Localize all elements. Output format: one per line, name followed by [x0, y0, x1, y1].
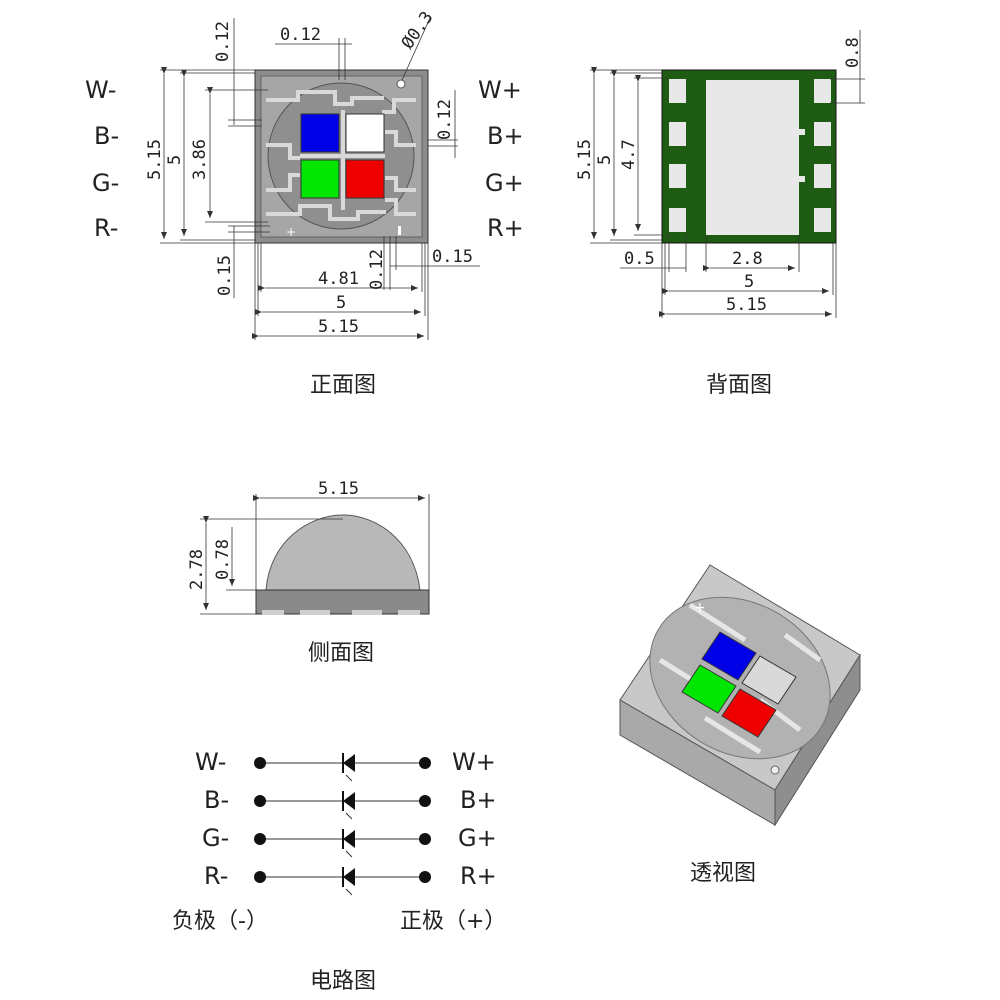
front-chip-red [345, 159, 385, 199]
dim-front-0.15-bottom: 0.15 [432, 247, 473, 267]
dim-side-2.78: 2.78 [187, 549, 207, 590]
circuit-left-g: G- [202, 824, 229, 852]
side-dim-lines [200, 494, 430, 615]
dim-back-5-h: 5 [744, 272, 754, 292]
dim-back-0.5: 0.5 [624, 249, 655, 269]
circuit-view: W- B- G- R- W+ B+ G+ R+ 负极（-） 正极（+） 电路图 [172, 748, 506, 994]
dim-back-4.7-v: 4.7 [619, 139, 639, 170]
circuit-diode-tick [345, 888, 353, 896]
circuit-left-b: B- [204, 786, 229, 814]
front-pin-left-g: G- [92, 169, 119, 197]
circuit-left-r: R- [204, 862, 228, 890]
back-thermal-pad [706, 80, 799, 235]
dim-front-0.12-bottom: 0.12 [367, 249, 387, 290]
circuit-terminal-negative [254, 795, 266, 807]
persp-chip-white [741, 655, 797, 705]
circuit-diode-icon [343, 868, 355, 886]
persp-chip-red [721, 688, 777, 738]
persp-right-wall [774, 653, 861, 827]
circuit-right-w: W+ [452, 748, 496, 776]
front-minus-mark [398, 226, 401, 235]
front-traces [266, 90, 416, 221]
circuit-diode-tick [345, 774, 353, 782]
front-pin-right-w: W+ [478, 76, 522, 104]
circuit-terminal-positive [419, 795, 431, 807]
front-plus-mark: + [286, 225, 296, 239]
circuit-rows [254, 753, 431, 896]
back-pads [669, 79, 831, 232]
front-pin-left-r: R- [94, 214, 118, 242]
side-dome [265, 514, 421, 591]
circuit-diode-tick [345, 850, 353, 858]
persp-chip-blue [701, 631, 757, 681]
front-pin-right-g: G+ [485, 169, 524, 197]
dim-front-5-v: 5 [165, 155, 185, 165]
front-pin-left-b: B- [94, 122, 119, 150]
perspective-view: + 透视图 [619, 564, 861, 886]
circuit-left-w: W- [195, 748, 226, 776]
circuit-negative-label: 负极（-） [172, 909, 268, 934]
circuit-terminal-negative [254, 757, 266, 769]
circuit-diode-icon [343, 830, 355, 848]
front-view: + [85, 8, 524, 398]
dim-front-0.15-left: 0.15 [215, 255, 235, 296]
back-view: 0.8 5.15 5 4.7 0.5 2.8 5 5.15 背面图 [575, 30, 865, 398]
dim-front-0.12-b: 0.12 [280, 25, 321, 45]
front-chip-green [300, 159, 340, 199]
circuit-right-g: G+ [458, 824, 497, 852]
front-chip-blue [300, 113, 340, 153]
dim-back-2.8: 2.8 [732, 249, 763, 269]
dim-front-5-h: 5 [336, 293, 346, 313]
circuit-terminal-positive [419, 757, 431, 769]
circuit-diode-tick [345, 812, 353, 820]
persp-lens [649, 596, 831, 760]
dim-front-0.12-right: 0.12 [435, 99, 455, 140]
circuit-terminal-positive [419, 871, 431, 883]
dim-front-phi0.3: Ø0.3 [398, 8, 438, 53]
dim-front-5.15-v: 5.15 [145, 139, 165, 180]
front-pin-right-r: R+ [487, 214, 524, 242]
dim-back-5-v: 5 [595, 155, 615, 165]
circuit-diode-icon [343, 792, 355, 810]
back-dim-lines [590, 30, 865, 318]
caption-back: 背面图 [706, 373, 772, 398]
front-hole [396, 79, 406, 89]
front-pin-left-w: W- [85, 76, 116, 104]
caption-circuit: 电路图 [310, 969, 376, 994]
back-pad-notch-a [799, 129, 805, 135]
circuit-terminal-negative [254, 833, 266, 845]
dim-side-5.15: 5.15 [318, 479, 359, 499]
circuit-diode-icon [343, 754, 355, 772]
front-chip-white [345, 113, 385, 153]
persp-chip-green [681, 664, 737, 714]
dim-back-0.8: 0.8 [843, 37, 863, 68]
persp-traces [658, 602, 822, 755]
circuit-terminal-negative [254, 871, 266, 883]
circuit-terminal-positive [419, 833, 431, 845]
caption-perspective: 透视图 [690, 861, 756, 886]
dim-front-5.15-h: 5.15 [318, 317, 359, 337]
caption-front: 正面图 [310, 373, 376, 398]
dim-front-4.81: 4.81 [318, 269, 359, 289]
dim-back-5.15-v: 5.15 [575, 139, 595, 180]
circuit-right-r: R+ [460, 862, 497, 890]
front-pin-right-b: B+ [487, 122, 524, 150]
side-terminals [262, 610, 420, 615]
persp-plus-mark: + [694, 600, 706, 616]
dim-side-0.78: 0.78 [213, 539, 233, 580]
caption-side: 侧面图 [308, 641, 374, 666]
front-dim-lines [160, 17, 480, 340]
circuit-right-b: B+ [460, 786, 497, 814]
dim-front-3.86-v: 3.86 [190, 139, 210, 180]
dim-front-0.12-a: 0.12 [213, 21, 233, 62]
side-view: 5.15 2.78 0.78 侧面图 [187, 479, 430, 666]
dim-back-5.15-h: 5.15 [726, 295, 767, 315]
circuit-positive-label: 正极（+） [400, 909, 506, 934]
back-pad-notch-b [799, 176, 805, 182]
persp-hole [770, 765, 780, 775]
